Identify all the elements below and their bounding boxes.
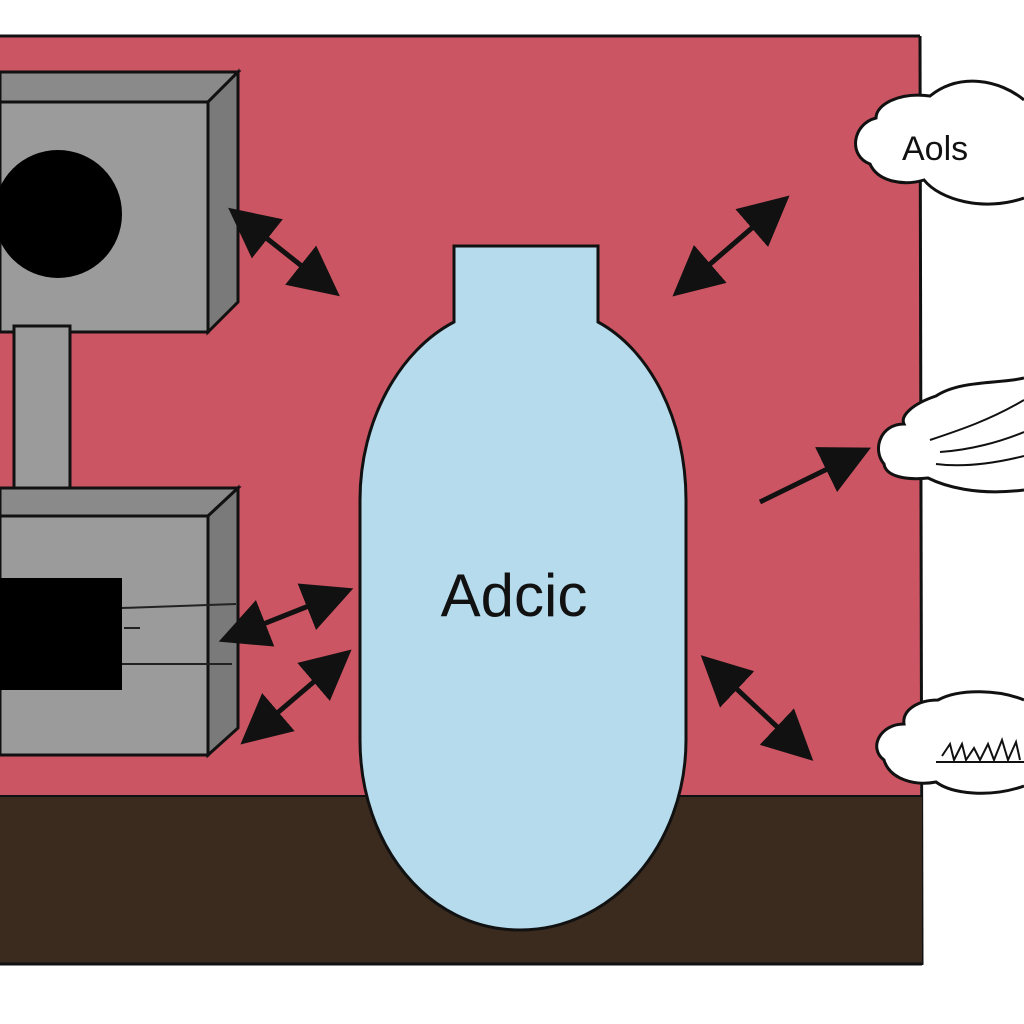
arrows — [218, 195, 871, 761]
tank-body — [358, 244, 688, 932]
machine-pipe — [12, 324, 72, 508]
machine-top-box-top — [0, 70, 242, 104]
arrow-icon — [758, 447, 871, 505]
callout-cloud-middle — [877, 376, 1024, 494]
tank: Adcic — [358, 244, 688, 932]
scribble-text-icon — [941, 736, 1021, 763]
machine-top-box-side — [206, 68, 240, 336]
callout-label: Aols — [902, 130, 968, 168]
machine-screen — [0, 578, 122, 690]
machine-speaker-icon — [0, 150, 122, 278]
machine-bottom-box-top — [0, 486, 242, 518]
double-arrow-icon — [672, 195, 790, 297]
double-arrow-icon — [240, 649, 352, 745]
machine-bottom-box-side — [206, 484, 240, 759]
machine-wire — [121, 603, 237, 609]
double-arrow-icon — [218, 583, 354, 647]
double-arrow-icon — [228, 207, 340, 297]
callout-cloud-top: Aols — [854, 79, 1024, 206]
callout-cloud-bottom — [875, 690, 1024, 795]
cloud-callout-icon — [854, 79, 1024, 206]
tank-label: Adcic — [441, 562, 588, 629]
double-arrow-icon — [700, 655, 814, 761]
hand-icon — [929, 399, 1024, 467]
